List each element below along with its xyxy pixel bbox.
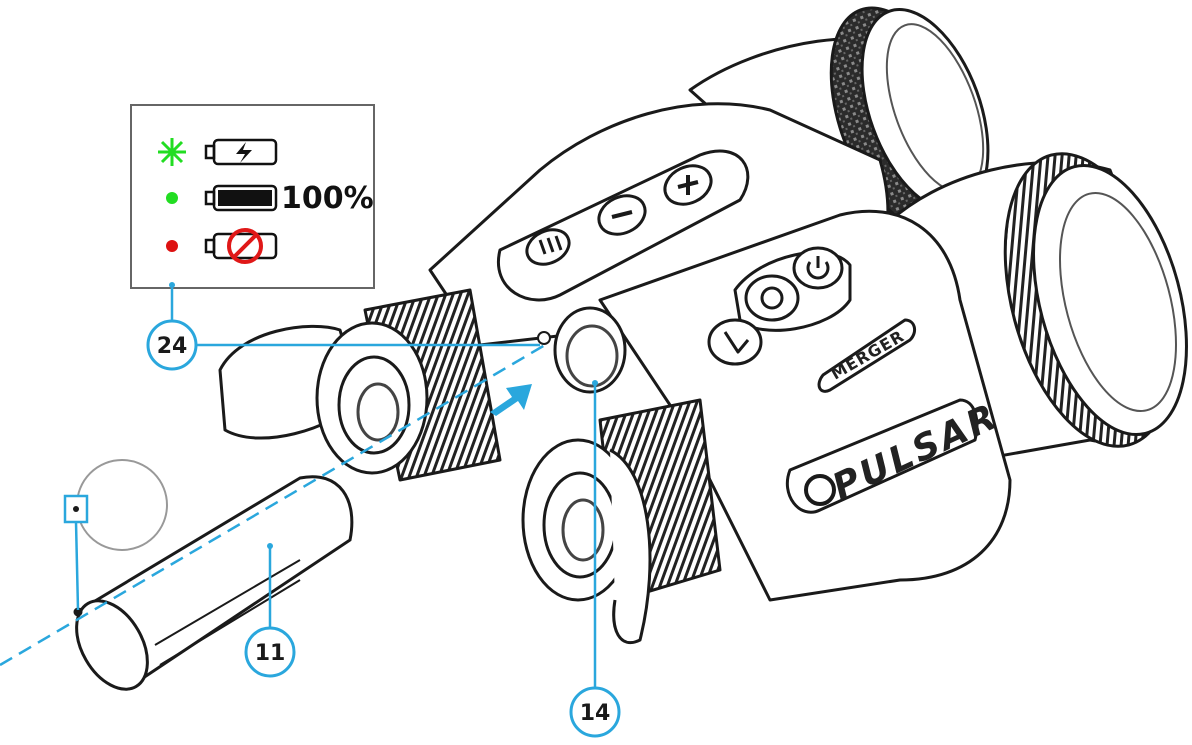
callout-24: 24	[146, 282, 540, 371]
battery-full-icon	[204, 184, 278, 212]
legend-row-full: 100%	[166, 181, 374, 216]
left-eyepiece	[218, 288, 502, 482]
battery-charging-icon	[204, 138, 278, 166]
brand-logo-icon	[804, 474, 836, 506]
callout-14-label: 14	[580, 701, 611, 726]
red-dot-icon	[166, 240, 178, 252]
polarity-dot-icon	[73, 506, 79, 512]
callout-14: 14	[569, 380, 621, 738]
battery-percent-label: 100%	[281, 181, 374, 216]
battery-illustration	[73, 475, 354, 691]
green-dot-icon	[166, 192, 178, 204]
legend-row-charging	[158, 138, 278, 166]
battery-missing-icon	[204, 228, 278, 264]
side-control-panel	[707, 246, 852, 366]
polarity-detail-circle	[76, 459, 168, 551]
callout-24-label: 24	[157, 334, 188, 359]
callout-11-label: 11	[255, 641, 286, 666]
record-button[interactable]	[744, 274, 800, 322]
battery-indicator-led	[537, 331, 551, 345]
green-star-icon	[158, 138, 186, 166]
insertion-axis-line	[0, 343, 546, 667]
right-eyepiece	[521, 398, 722, 644]
menu-button[interactable]	[521, 223, 574, 271]
lower-housing	[598, 209, 1012, 602]
charge-indicator-legend: 100%	[130, 104, 375, 289]
polarity-leader-line	[74, 521, 80, 611]
battery-compartment	[537, 306, 627, 394]
callout-11: 11	[244, 543, 296, 678]
prohibited-icon	[227, 228, 263, 264]
shortcut-button[interactable]	[707, 318, 763, 366]
insert-direction-arrow-icon	[490, 384, 532, 416]
binocular-illustration: MERGER PULSAR	[218, 6, 1188, 644]
top-control-panel	[496, 149, 750, 302]
legend-row-missing	[166, 228, 278, 264]
